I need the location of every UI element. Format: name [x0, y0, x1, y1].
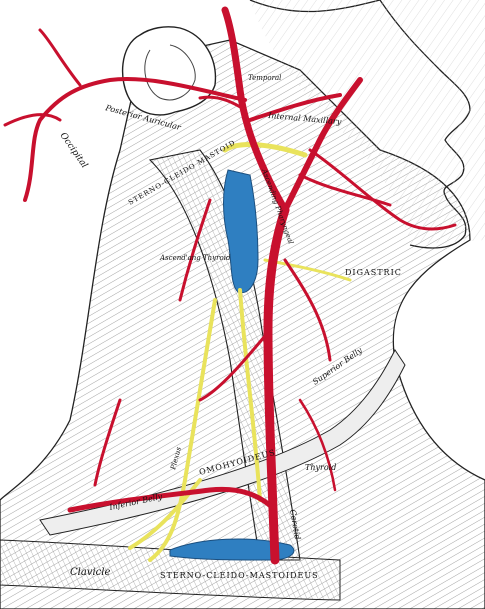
clavicle-region [0, 539, 341, 601]
label-ascending-thyroid: Ascend'ang Thyroid [159, 254, 231, 262]
internal-maxillary-artery [248, 93, 342, 122]
label-digastric: DIGASTRIC [345, 268, 402, 277]
face-skin [250, 0, 485, 245]
label-thyroid: Thyroid [305, 463, 336, 472]
nerve-plexus [148, 298, 217, 562]
occipital-branch-2 [3, 113, 62, 127]
thyroid-inferior-artery [298, 398, 337, 492]
transverse-cervical-artery [93, 398, 122, 487]
subclavian-artery [67, 486, 278, 513]
internal-jugular-vein [223, 169, 259, 294]
facial-artery [308, 148, 457, 231]
ear [121, 26, 217, 116]
subclavian-vein [169, 538, 295, 561]
occipital-branch [38, 28, 82, 87]
posterior-auricular-artery [198, 95, 247, 112]
external-carotid-artery [282, 77, 363, 213]
vagus-nerve [238, 288, 262, 502]
superior-thyroid-artery [283, 258, 332, 362]
omohyoid-muscle [39, 349, 406, 536]
occipital-artery [23, 77, 247, 202]
thyroid-branch [198, 328, 272, 402]
label-temporal: Temporal [248, 74, 281, 82]
nerve-upper [222, 142, 308, 158]
ascending-pharyngeal-artery [178, 198, 212, 302]
label-occipital: Occipital [58, 131, 90, 170]
label-sterno-cleido-mastoideus-lower: STERNO-CLEIDO-MASTOIDEUS [160, 571, 319, 580]
label-clavicle: Clavicle [70, 567, 110, 578]
internal-carotid-artery [221, 6, 289, 214]
lingual-artery [298, 173, 392, 207]
brachial-nerve [128, 478, 202, 550]
common-carotid-artery [263, 205, 290, 565]
